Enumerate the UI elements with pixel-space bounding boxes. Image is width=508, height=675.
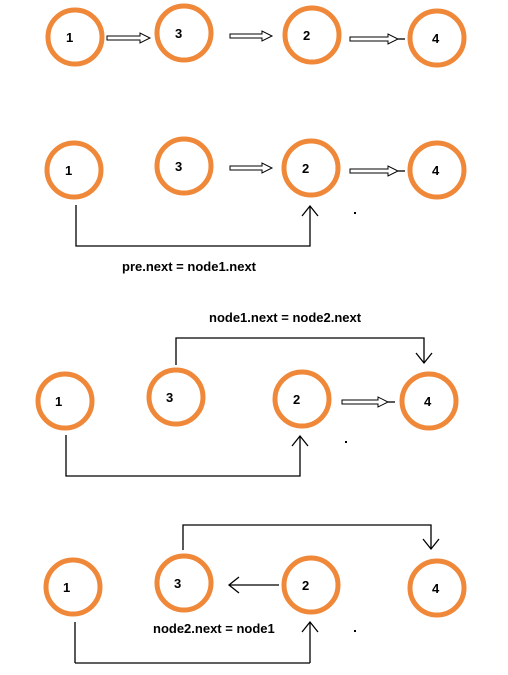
- panel-3-node-a-label: 1: [55, 394, 62, 409]
- panel-4-speck: [354, 630, 356, 632]
- panel-1-node-a-label: 1: [66, 30, 73, 45]
- panel-1-arrow-a-b: [106, 32, 152, 44]
- panel-3-node-d: 4: [399, 371, 459, 431]
- panel-2-arrow-c-d: [349, 165, 400, 177]
- panel-3-node-c: 2: [272, 369, 332, 429]
- panel-2-node-a-label: 1: [65, 163, 72, 178]
- panel-3-node-d-label: 4: [424, 394, 432, 409]
- panel-4-node-c: 2: [281, 555, 341, 615]
- panel-3: node1.next = node2.next 1 3 2 4: [35, 310, 459, 477]
- panel-3-caption: node1.next = node2.next: [209, 310, 362, 325]
- panel-1-node-c-label: 2: [303, 28, 310, 43]
- panel-2-node-d-label: 4: [432, 163, 440, 178]
- panel-2-node-a: 1: [44, 140, 104, 200]
- panel-1-node-d-label: 4: [432, 31, 440, 46]
- panel-3-node-b-label: 3: [166, 390, 173, 405]
- panel-3-node-b: 3: [146, 367, 206, 427]
- panel-4-node-b: 3: [154, 553, 214, 613]
- panel-2-node-b: 3: [154, 136, 214, 196]
- panel-1-node-c: 2: [282, 5, 342, 65]
- panel-4-caption: node2.next = node1: [153, 621, 275, 636]
- panel-4-link-a-to-c-arrowhead: [301, 620, 319, 633]
- panel-4-link-c-to-b-arrowhead: [227, 576, 240, 594]
- panel-4-node-b-label: 3: [174, 576, 181, 591]
- panel-4-node-d: 4: [407, 558, 467, 618]
- panel-3-arrow-c-d: [341, 396, 390, 408]
- panel-3-link-b-to-d-arrowhead: [415, 352, 433, 365]
- panel-2-node-d: 4: [407, 140, 467, 200]
- panel-1: 1 3 2 4: [45, 3, 467, 68]
- panel-3-link-b-to-d: [175, 337, 425, 365]
- panel-3-link-a-to-c: [65, 435, 301, 477]
- panel-1-node-b: 3: [154, 3, 214, 63]
- panel-2-link-arrowhead: [301, 204, 319, 217]
- panel-1-arrow-c-d: [349, 33, 400, 45]
- panel-1-arrow-b-c: [229, 30, 274, 42]
- panel-2-speck: [354, 212, 356, 214]
- panel-3-node-a: 1: [35, 371, 95, 431]
- panel-4-node-a-label: 1: [63, 580, 70, 595]
- panel-2: 1 3 2 4 pre.next = node1.next: [44, 136, 467, 274]
- panel-2-node-b-label: 3: [175, 159, 182, 174]
- panel-1-node-b-label: 3: [175, 26, 182, 41]
- panel-2-arrow-b-c: [229, 162, 274, 174]
- panel-4-link-b-to-d-arrowhead: [422, 538, 440, 551]
- panel-4: 1 3 2 4 node2.next = node1: [43, 524, 467, 664]
- panel-3-link-a-to-c-arrowhead: [291, 434, 309, 447]
- panel-1-node-a: 1: [45, 7, 105, 67]
- panel-2-link-a-to-c: [75, 205, 311, 247]
- panel-1-node-d: 4: [407, 8, 467, 68]
- panel-4-node-d-label: 4: [432, 581, 440, 596]
- panel-2-node-c: 2: [281, 138, 341, 198]
- panel-4-link-b-to-d: [182, 524, 432, 550]
- panel-2-node-c-label: 2: [302, 161, 309, 176]
- panel-4-node-a: 1: [43, 557, 103, 617]
- panel-3-speck: [345, 441, 347, 443]
- panel-2-caption: pre.next = node1.next: [122, 259, 257, 274]
- panel-3-node-c-label: 2: [293, 392, 300, 407]
- panel-4-node-c-label: 2: [302, 578, 309, 593]
